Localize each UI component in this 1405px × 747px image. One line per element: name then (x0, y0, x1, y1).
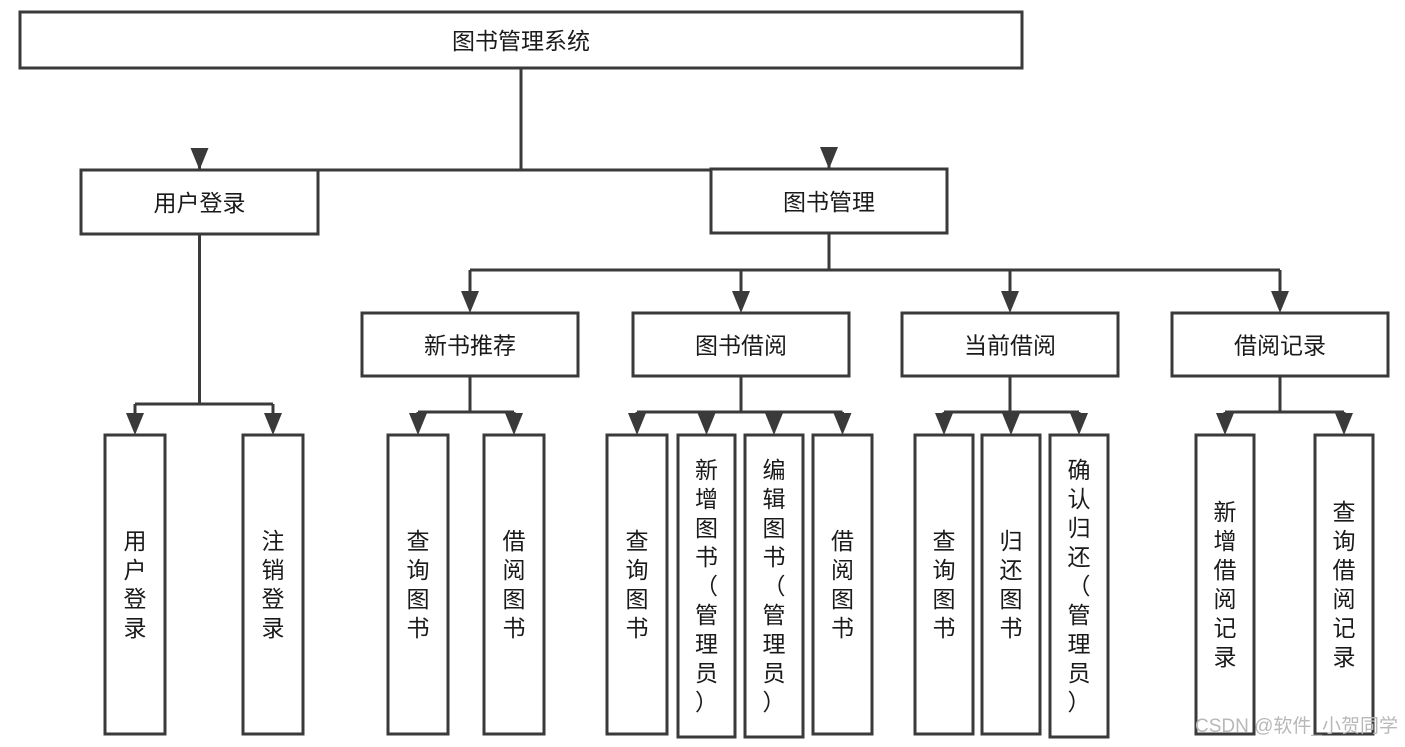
node-label-book-manage: 图书管理 (783, 189, 875, 215)
node-root[interactable]: 图书管理系统 (18, 10, 1024, 70)
arrow-head (1002, 413, 1020, 435)
node-bb-query-book[interactable]: 查询图书 (605, 433, 669, 736)
node-label-bb-edit-book: 编辑图书（管理员） (763, 457, 786, 715)
node-label-book-borrow: 图书借阅 (695, 333, 787, 359)
node-box-br-query-record (1313, 433, 1375, 736)
node-new-book-recommend[interactable]: 新书推荐 (360, 311, 580, 378)
node-nbr-query-book[interactable]: 查询图书 (386, 433, 450, 736)
node-label-nbr-query-book: 查询图书 (407, 528, 430, 641)
arrow-head (628, 413, 646, 435)
node-box-bb-query-book (605, 433, 669, 736)
node-current-borrow[interactable]: 当前借阅 (900, 311, 1120, 378)
arrow-head (505, 413, 523, 435)
node-box-cb-confirm-return (1048, 433, 1110, 739)
arrow-head (1070, 413, 1088, 435)
csdn-watermark: CSDN @软件_小贺同学 (1195, 715, 1398, 737)
node-label-borrow-record: 借阅记录 (1234, 333, 1326, 359)
arrow-head (1271, 291, 1289, 313)
node-cb-confirm-return[interactable]: 确认归还（管理员） (1048, 433, 1110, 739)
arrow-head (1001, 291, 1019, 313)
node-book-borrow[interactable]: 图书借阅 (631, 311, 851, 378)
node-label-user-login: 用户登录 (154, 190, 246, 216)
arrow-head (461, 291, 479, 313)
node-label-br-add-record: 新增借阅记录 (1214, 499, 1237, 670)
node-box-bb-borrow-book (811, 433, 874, 736)
node-bb-edit-book[interactable]: 编辑图书（管理员） (743, 433, 805, 739)
node-label-bb-add-book: 新增图书（管理员） (695, 457, 718, 715)
node-label-bb-borrow-book: 借阅图书 (831, 528, 854, 641)
arrow-head (732, 291, 750, 313)
arrow-head (126, 413, 144, 435)
arrow-head (935, 413, 953, 435)
node-box-book-borrow (631, 311, 851, 378)
node-label-root: 图书管理系统 (452, 28, 590, 54)
node-label-cb-return-book: 归还图书 (1000, 528, 1023, 641)
node-br-query-record[interactable]: 查询借阅记录 (1313, 433, 1375, 736)
node-label-user-login-leaf: 用户登录 (124, 528, 147, 641)
node-user-login[interactable]: 用户登录 (79, 168, 320, 236)
node-book-manage[interactable]: 图书管理 (709, 167, 949, 235)
arrow-head (1216, 413, 1234, 435)
arrow-head (190, 148, 209, 170)
node-cb-return-book[interactable]: 归还图书 (980, 433, 1042, 736)
arrow-head (1335, 413, 1353, 435)
node-box-new-book-recommend (360, 311, 580, 378)
node-cb-query-book[interactable]: 查询图书 (913, 433, 975, 736)
node-label-new-book-recommend: 新书推荐 (424, 333, 516, 359)
node-nbr-borrow-book[interactable]: 借阅图书 (482, 433, 546, 736)
node-box-nbr-borrow-book (482, 433, 546, 736)
arrow-head (697, 413, 716, 435)
arrow-head (264, 413, 282, 435)
node-bb-add-book[interactable]: 新增图书（管理员） (676, 433, 737, 739)
node-user-logout-leaf[interactable]: 注销登录 (241, 433, 305, 736)
node-br-add-record[interactable]: 新增借阅记录 (1194, 433, 1256, 736)
node-box-root (18, 10, 1024, 70)
node-box-br-add-record (1194, 433, 1256, 736)
node-box-borrow-record (1170, 311, 1390, 378)
node-box-user-login (79, 168, 320, 236)
node-label-current-borrow: 当前借阅 (964, 333, 1056, 359)
arrow-head (409, 413, 427, 435)
arrow-head (765, 413, 783, 435)
node-box-current-borrow (900, 311, 1120, 378)
node-box-bb-add-book (676, 433, 737, 739)
node-label-cb-query-book: 查询图书 (933, 528, 956, 641)
node-box-bb-edit-book (743, 433, 805, 739)
arrow-head (833, 413, 852, 435)
connector-layer (126, 68, 1353, 435)
node-label-cb-confirm-return: 确认归还（管理员） (1068, 457, 1091, 715)
node-label-bb-query-book: 查询图书 (626, 528, 649, 641)
node-layer: 图书管理系统用户登录用户登录注销登录图书管理新书推荐查询图书借阅图书图书借阅查询… (18, 10, 1390, 739)
node-box-nbr-query-book (386, 433, 450, 736)
node-bb-borrow-book[interactable]: 借阅图书 (811, 433, 874, 736)
node-label-nbr-borrow-book: 借阅图书 (503, 528, 526, 641)
node-box-cb-return-book (980, 433, 1042, 736)
node-label-br-query-record: 查询借阅记录 (1333, 499, 1356, 670)
node-box-cb-query-book (913, 433, 975, 736)
node-box-user-logout-leaf (241, 433, 305, 736)
node-user-login-leaf[interactable]: 用户登录 (103, 433, 167, 736)
node-borrow-record[interactable]: 借阅记录 (1170, 311, 1390, 378)
node-box-user-login-leaf (103, 433, 167, 736)
node-label-user-logout-leaf: 注销登录 (262, 528, 285, 641)
node-box-book-manage (709, 167, 949, 235)
arrow-head (820, 147, 838, 169)
